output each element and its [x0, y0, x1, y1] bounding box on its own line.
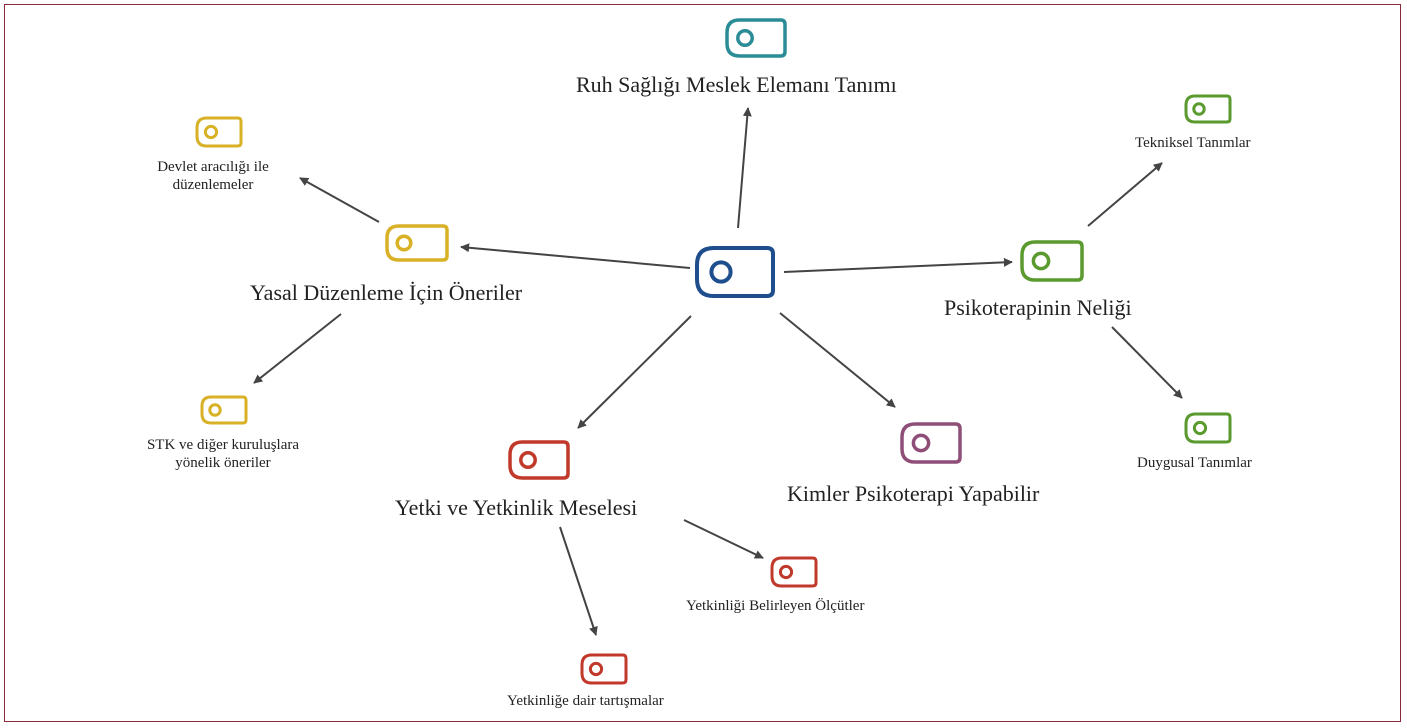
- node-label-devlet-line1: Devlet aracılığı ile: [157, 159, 269, 175]
- arrow-yasal-to-devlet: [299, 177, 380, 223]
- arrow-psiko-to-duygu: [1111, 326, 1183, 399]
- tag-hole: [778, 564, 794, 580]
- tag-icon-devlet[interactable]: [195, 116, 243, 148]
- arrow-yetki-to-olcut: [683, 519, 764, 559]
- tag-outline: [1184, 94, 1232, 124]
- arrow-yetki-to-tartisma: [559, 526, 598, 636]
- arrow-yasal-to-stk: [253, 313, 342, 384]
- tag-hole: [709, 260, 733, 284]
- node-label-yasal[interactable]: Yasal Düzenleme İçin Öneriler: [250, 280, 523, 305]
- connector-layer: [253, 107, 1183, 636]
- tag-hole: [1031, 251, 1051, 271]
- tag-icon-stk[interactable]: [200, 395, 248, 425]
- node-label-devlet-line2: düzenlemeler: [172, 177, 254, 193]
- tag-hole: [736, 29, 754, 47]
- arrow-center-to-yetki: [577, 315, 692, 429]
- tag-icon-ruh[interactable]: [725, 18, 787, 58]
- tag-outline: [1184, 412, 1232, 444]
- tag-outline: [195, 116, 243, 148]
- tag-icon-kimler[interactable]: [900, 422, 962, 464]
- tag-icon-center[interactable]: [695, 246, 775, 298]
- tag-hole: [395, 234, 413, 252]
- tag-outline: [1020, 240, 1084, 282]
- node-label-tartisma[interactable]: Yetkinliğe dair tartışmalar: [507, 693, 664, 709]
- tag-hole: [203, 124, 219, 140]
- node-label-stk-line1: STK ve diğer kuruluşlara: [146, 437, 300, 453]
- diagram-frame: [4, 4, 1401, 722]
- tag-hole: [1192, 102, 1206, 116]
- tag-hole: [588, 661, 604, 677]
- tag-icon-yasal[interactable]: [385, 224, 449, 262]
- tag-icon-duygu[interactable]: [1184, 412, 1232, 444]
- node-label-ruh[interactable]: Ruh Sağlığı Meslek Elemanı Tanımı: [576, 72, 897, 97]
- tag-hole: [519, 451, 537, 469]
- node-label-teknik[interactable]: Tekniksel Tanımlar: [1135, 135, 1251, 151]
- tag-outline: [900, 422, 962, 464]
- tag-hole: [1192, 420, 1208, 436]
- tag-outline: [508, 440, 570, 480]
- tag-icon-teknik[interactable]: [1184, 94, 1232, 124]
- icon-layer: [195, 18, 1232, 685]
- tag-hole: [208, 403, 222, 417]
- tag-outline: [725, 18, 787, 58]
- tag-icon-psiko[interactable]: [1020, 240, 1084, 282]
- node-label-stk-line2: yönelik öneriler: [175, 455, 271, 471]
- node-label-stk[interactable]: STK ve diğer kuruluşlara yönelik önerile…: [128, 436, 318, 472]
- arrow-center-to-yasal: [460, 243, 691, 269]
- tag-outline: [200, 395, 248, 425]
- tag-icon-tartisma[interactable]: [580, 653, 628, 685]
- node-label-kimler[interactable]: Kimler Psikoterapi Yapabilir: [787, 481, 1040, 506]
- tag-outline: [385, 224, 449, 262]
- arrow-center-to-kimler: [779, 312, 896, 408]
- node-label-psiko[interactable]: Psikoterapinin Neliği: [944, 295, 1132, 320]
- arrow-center-to-psiko: [783, 257, 1013, 273]
- tag-outline: [695, 246, 775, 298]
- tag-icon-olcut[interactable]: [770, 556, 818, 588]
- tag-hole: [911, 433, 931, 453]
- node-label-devlet[interactable]: Devlet aracılığı ile düzenlemeler: [138, 158, 288, 194]
- node-label-duygu[interactable]: Duygusal Tanımlar: [1137, 455, 1252, 471]
- tag-outline: [770, 556, 818, 588]
- node-label-olcut[interactable]: Yetkinliği Belirleyen Ölçütler: [686, 598, 865, 614]
- arrow-psiko-to-teknik: [1087, 162, 1163, 227]
- arrow-center-to-ruh: [737, 107, 752, 229]
- node-label-yetki[interactable]: Yetki ve Yetkinlik Meselesi: [395, 495, 638, 520]
- tag-icon-yetki[interactable]: [508, 440, 570, 480]
- tag-outline: [580, 653, 628, 685]
